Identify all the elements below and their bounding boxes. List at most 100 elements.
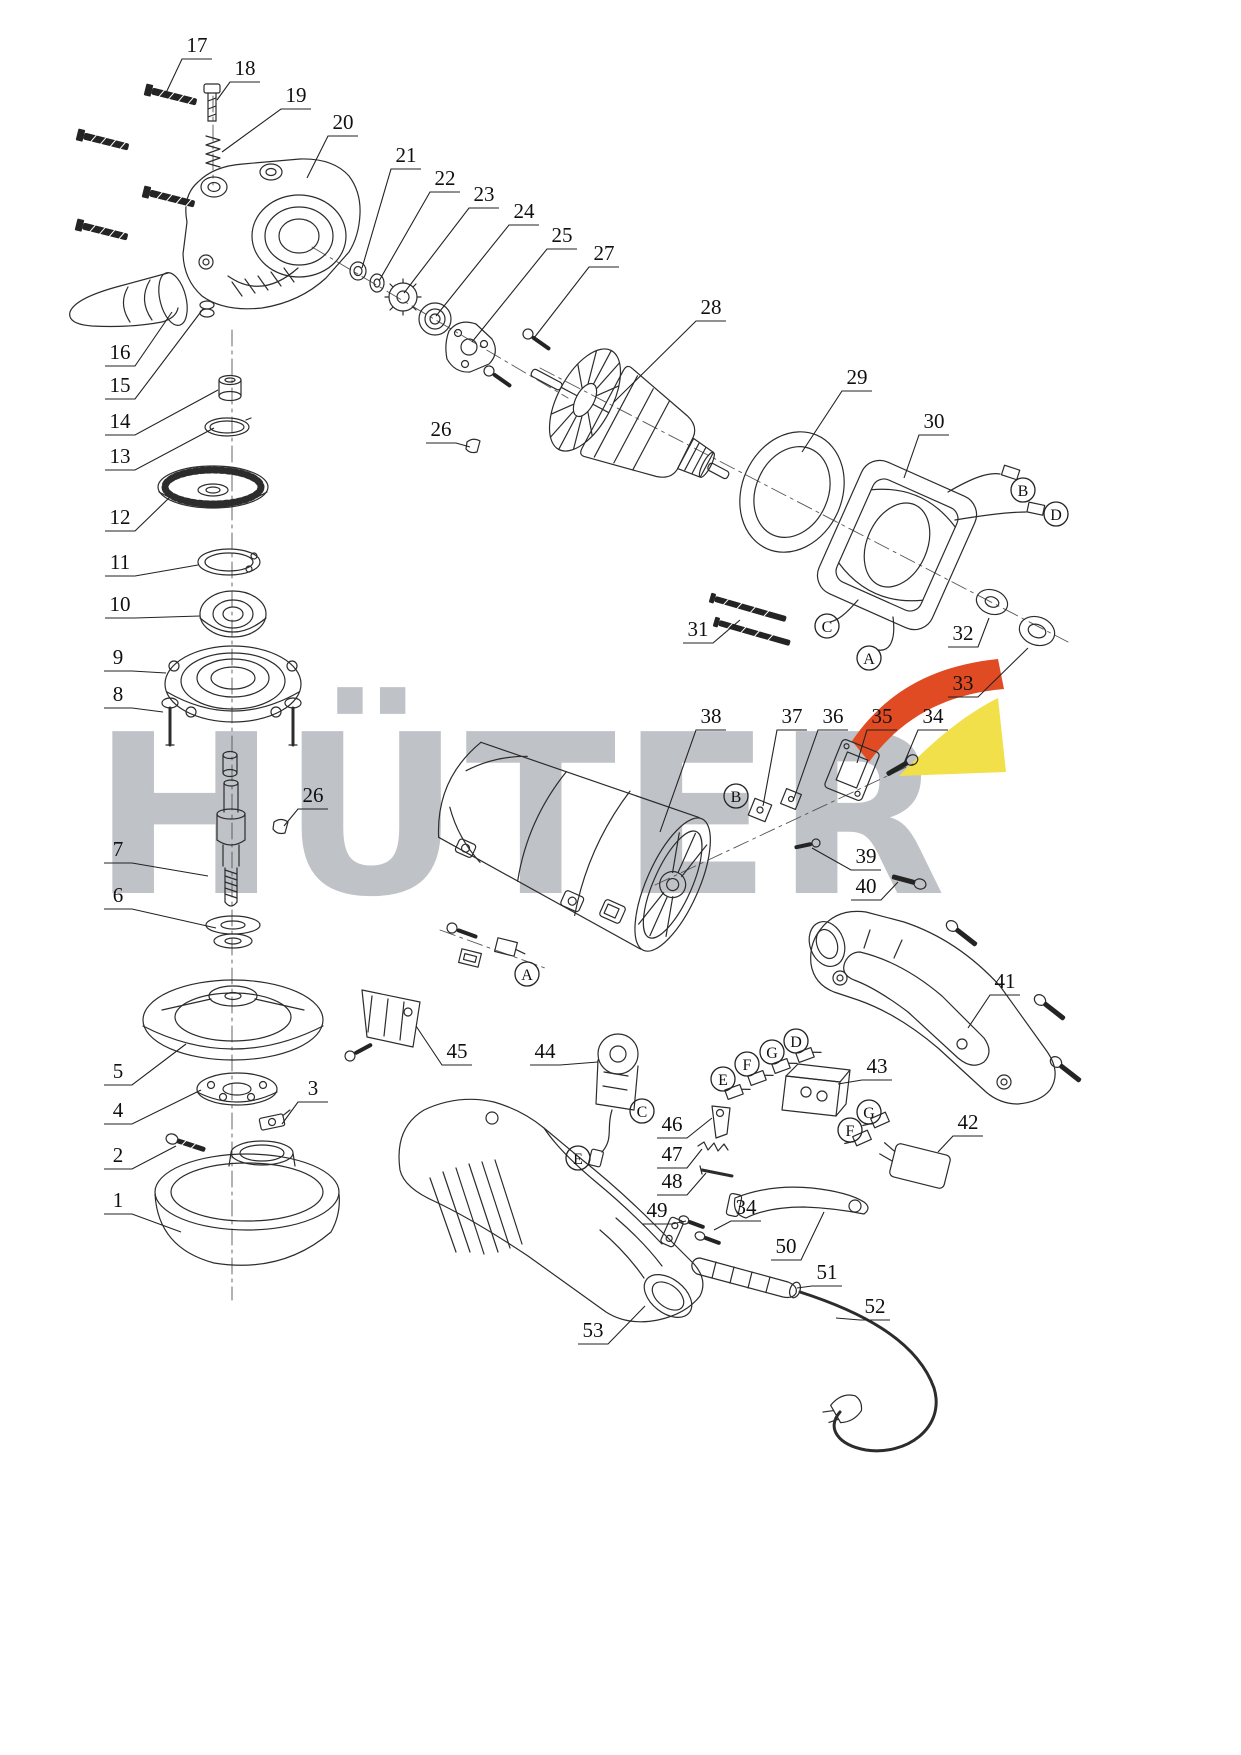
leader-52 [835,1317,890,1321]
leader-18 [216,81,260,101]
part-terminal-screw-a [446,922,478,939]
label-22: 22 [435,166,456,190]
leader-5 [104,1043,187,1086]
label-18: 18 [235,56,256,80]
label-45: 45 [447,1039,468,1063]
part-side-handle [69,272,188,328]
callout-letter-G-1: G [759,1039,785,1065]
leader-39 [811,847,881,871]
letter-circle [856,1099,882,1125]
leader-37 [762,729,807,807]
part-backing-pad-5 [142,979,324,1061]
leader-48 [657,1172,707,1196]
callout-39: 39 [811,844,881,871]
letter-label: B [1018,483,1029,500]
label-16: 16 [110,340,131,364]
leader-35 [856,729,897,764]
callout-letter-G-2: G [856,1099,882,1125]
part-front-housing-53 [398,1098,704,1323]
part-crown-gear-12 [157,465,269,509]
part-stator-30 [816,459,1046,651]
label-32: 32 [953,621,974,645]
leader-1 [104,1213,182,1233]
callout-4: 4 [104,1089,202,1125]
callout-24: 24 [435,199,539,317]
callout-44: 44 [530,1039,599,1066]
callout-36: 36 [792,704,848,802]
leader-15 [105,308,204,400]
leader-6 [104,908,217,929]
letter-circle [783,1028,809,1054]
label-48: 48 [662,1169,683,1193]
label-9: 9 [113,645,124,669]
letter-circle [629,1098,655,1124]
leader-9 [104,670,167,674]
label-37: 37 [782,704,803,728]
leader-12 [105,496,171,532]
part-motor-housing-38 [437,741,711,952]
callout-38: 38 [659,704,726,833]
letter-circle [1043,501,1069,527]
callout-25: 25 [471,223,577,343]
label-15: 15 [110,373,131,397]
part-screw-49 [678,1215,705,1229]
letter-label: C [637,1104,648,1121]
leader-34-lower [713,1220,761,1231]
callout-31: 31 [683,617,741,644]
part-retaining-ring-11 [197,548,261,576]
callout-7: 7 [104,837,209,877]
callout-letter-A-2: A [514,961,540,987]
label-47: 47 [662,1142,683,1166]
callout-52: 52 [835,1294,890,1321]
part-plug-e [724,1083,751,1101]
letter-label: G [863,1105,875,1122]
part-spindle-7 [216,779,246,907]
part-spring-47 [697,1141,729,1152]
part-bearing-10 [199,590,267,638]
label-11: 11 [110,550,130,574]
label-26-lower: 26 [303,783,324,807]
label-26-upper: 26 [431,417,452,441]
callout-8: 8 [104,682,164,713]
label-24: 24 [514,199,536,223]
letter-label: E [718,1072,728,1089]
leader-8 [104,707,164,713]
letter-label: F [743,1057,752,1074]
part-spring-19 [205,135,221,168]
label-42: 42 [958,1110,979,1134]
logo-swoosh-red-icon [852,659,1004,762]
leader-33 [948,647,1029,698]
letter-circle [837,1117,863,1143]
label-39: 39 [856,844,877,868]
label-27: 27 [594,241,615,265]
part-flange-nut-4 [196,1072,278,1106]
part-trigger-50 [725,1186,869,1219]
callout-5: 5 [104,1043,187,1086]
leader-11 [105,564,199,577]
label-44: 44 [535,1039,557,1063]
label-2: 2 [113,1143,124,1167]
leader-41 [967,994,1020,1029]
callout-letter-E-2: E [565,1145,591,1171]
callout-letter-B-1: B [1010,477,1036,503]
label-35: 35 [872,704,893,728]
callout-letter-C-2: C [629,1098,655,1124]
part-screw-34-upper [886,754,919,776]
wire-a [877,616,895,651]
part-ring-32 [975,588,1009,616]
part-screw-34-lower [694,1231,721,1245]
label-3: 3 [308,1076,319,1100]
callout-19: 19 [221,83,311,153]
part-screws-8 [161,697,302,747]
part-capacitor-42 [879,1142,951,1189]
callout-16: 16 [105,311,173,367]
part-key-26-upper [465,438,481,454]
part-pin-48 [699,1165,734,1178]
part-washer-6 [205,915,261,949]
callout-letter-D-2: D [783,1028,809,1054]
part-connector-block-1 [458,948,482,968]
callout-letter-F-1: F [734,1051,760,1077]
callout-6: 6 [104,883,217,929]
label-49: 49 [647,1198,668,1222]
part-armature-28 [530,348,730,480]
